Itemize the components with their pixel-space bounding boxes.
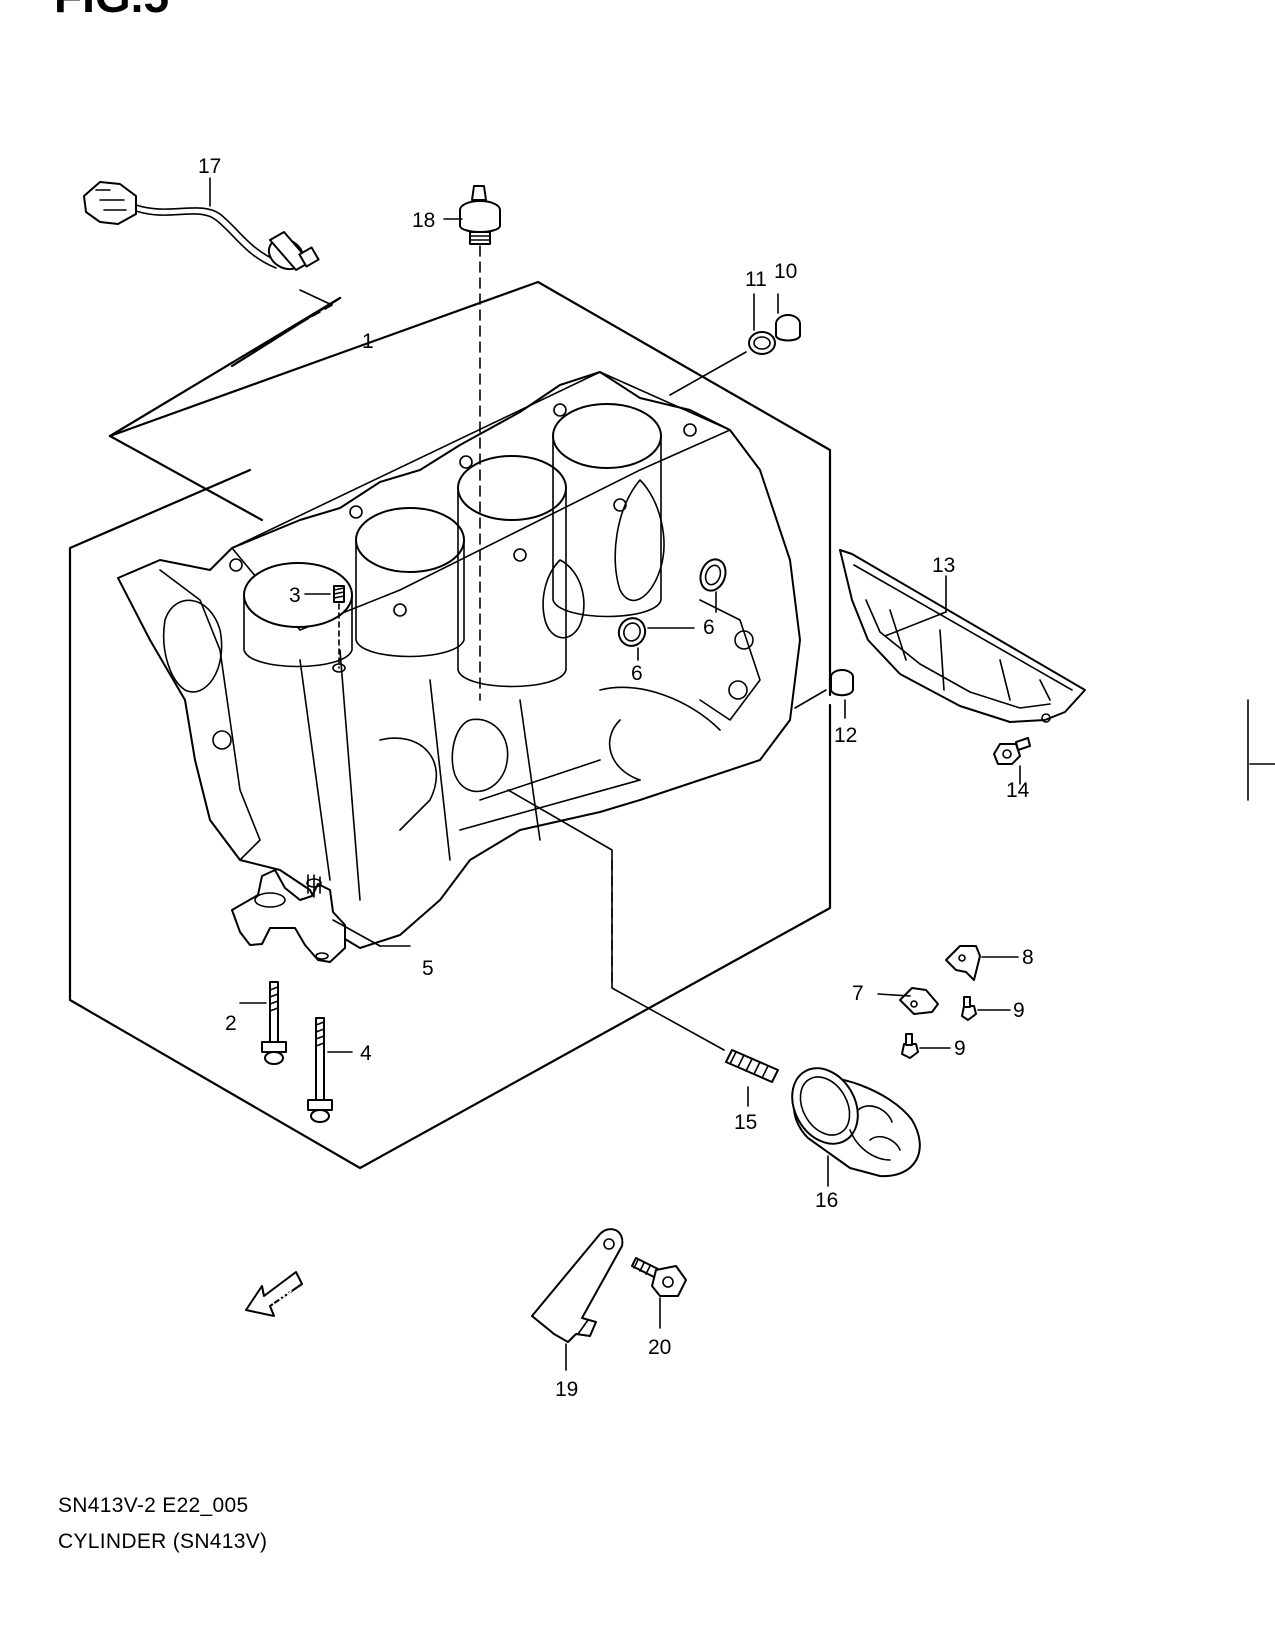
o-ring[interactable]	[696, 556, 729, 594]
bearing-cap[interactable]	[231, 869, 346, 963]
callout-18: 18	[412, 209, 435, 232]
callout-17: 17	[198, 155, 221, 178]
callout-9: 9	[1013, 999, 1025, 1022]
leader-line	[332, 919, 381, 947]
callout-9: 9	[954, 1037, 966, 1060]
oil-seal-housing[interactable]	[839, 549, 1086, 723]
drawing-code: SN413V-2 E22_005	[58, 1494, 249, 1517]
bolt-9[interactable]	[901, 1033, 919, 1059]
bolt-9[interactable]	[961, 996, 977, 1021]
callout-1: 1	[362, 330, 374, 353]
forward-arrow: FWD	[245, 1271, 303, 1317]
stud-3[interactable]	[333, 585, 345, 603]
oil-filter[interactable]	[779, 1056, 921, 1178]
leader-line	[507, 789, 725, 1051]
bolt-20[interactable]	[631, 1257, 687, 1297]
callout-6: 6	[631, 662, 643, 685]
callout-16: 16	[815, 1189, 838, 1212]
figure-title: FIG.5	[54, 0, 169, 22]
callout-19: 19	[555, 1378, 578, 1401]
bolt-14[interactable]	[993, 737, 1031, 765]
callout-labels: 1 2 3 4 5 6 6 7 8 9 9 10 11 12 13 14 15 …	[198, 155, 1034, 1401]
figure-caption: CYLINDER (SN413V)	[58, 1530, 268, 1553]
callout-7: 7	[852, 982, 864, 1005]
dowel-pin[interactable]	[830, 669, 854, 697]
drain-plug[interactable]	[775, 314, 801, 342]
callout-5: 5	[422, 957, 434, 980]
bracket-7[interactable]	[899, 987, 939, 1015]
callout-8: 8	[1022, 946, 1034, 969]
callout-13: 13	[932, 554, 955, 577]
bolt-4[interactable]	[307, 1017, 333, 1123]
knock-sensor[interactable]	[83, 181, 320, 275]
oil-filter-stud[interactable]	[725, 1049, 779, 1083]
callout-4: 4	[360, 1042, 372, 1065]
leader-line	[794, 689, 827, 709]
o-ring[interactable]	[615, 614, 649, 649]
callout-11: 11	[745, 268, 767, 291]
bracket-8[interactable]	[945, 945, 981, 981]
leader-line	[669, 351, 747, 396]
leader-line	[884, 611, 947, 637]
callout-10: 10	[774, 260, 797, 283]
bolt-2[interactable]	[261, 981, 287, 1065]
leader-line	[227, 304, 333, 366]
plug-gasket[interactable]	[748, 331, 776, 355]
leader-line	[877, 993, 911, 997]
callout-14: 14	[1006, 779, 1030, 802]
callout-2: 2	[225, 1012, 237, 1035]
callout-15: 15	[734, 1111, 757, 1134]
bracket-19[interactable]	[531, 1228, 624, 1343]
cylinder-block[interactable]	[117, 371, 801, 949]
callout-3: 3	[289, 584, 301, 607]
callout-20: 20	[648, 1336, 671, 1359]
callout-12: 12	[834, 724, 857, 747]
leader-line	[299, 289, 333, 306]
assembly-frame	[68, 280, 832, 1170]
oil-pressure-switch[interactable]	[459, 185, 501, 245]
callout-6: 6	[703, 616, 715, 639]
